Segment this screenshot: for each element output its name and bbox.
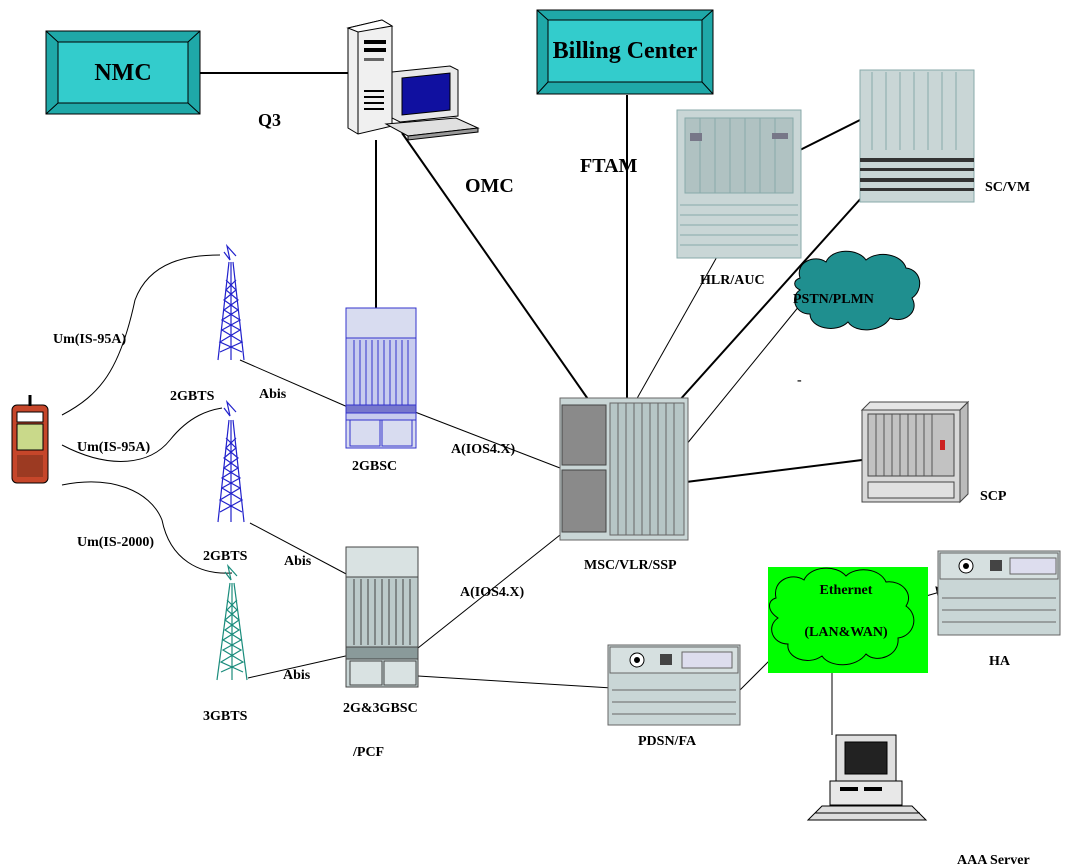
- billing-center-box: Billing Center: [536, 9, 714, 95]
- abis-1-link: [239, 359, 351, 409]
- nmc-label: NMC: [94, 60, 151, 86]
- pstn-plmn-label: PSTN/PLMN: [793, 292, 874, 307]
- hlr-auc-label: HLR/AUC: [700, 273, 765, 288]
- pstn-plmn-cloud-icon: [794, 250, 921, 331]
- abis-label-3: Abis: [283, 668, 311, 683]
- bts-tower-1-icon: [217, 243, 245, 361]
- 2gbts-label-2: 2GBTS: [203, 549, 248, 564]
- msc-vlr-ssp-label: MSC/VLR/SSP: [584, 558, 677, 573]
- pdsn-fa-server-icon: [607, 644, 741, 726]
- sc-vm-label: SC/VM: [985, 180, 1030, 195]
- 2gbsc-rack-icon: [345, 307, 417, 449]
- um-is95a-label-2: Um(IS-95A): [77, 440, 150, 455]
- 2gbsc-msc-link: [414, 411, 561, 469]
- abis-2-link: [249, 522, 351, 577]
- 2gbts-label-1: 2GBTS: [170, 389, 215, 404]
- abis-label-2: Abis: [284, 554, 312, 569]
- scp-label: SCP: [980, 489, 1007, 504]
- abis-3-link: [247, 654, 351, 679]
- 3gbsc-label: 2G&3GBSC: [343, 701, 418, 716]
- a-ios-label-1: A(IOS4.X): [451, 442, 516, 457]
- q3-label: Q3: [258, 110, 281, 130]
- aaa-server-label: AAA Server: [957, 853, 1030, 868]
- scvm-msc-link: [677, 195, 864, 403]
- hlr-msc-link: [634, 254, 719, 403]
- connection-lines: [61, 72, 948, 735]
- omc-computer-icon: [346, 19, 480, 141]
- abis-label-1: Abis: [259, 387, 287, 402]
- um-is2000-curve: [61, 481, 233, 574]
- um-is95a-label-1: Um(IS-95A): [53, 332, 126, 347]
- ha-label: HA: [989, 654, 1011, 669]
- pstn-msc-link: [685, 304, 801, 446]
- ethernet-label: Ethernet: [820, 583, 873, 598]
- scp-rack-icon: [860, 400, 970, 504]
- a-ios-label-2: A(IOS4.X): [460, 585, 525, 600]
- nmc-box: NMC: [45, 30, 201, 115]
- lan-wan-label: (LAN&WAN): [804, 625, 888, 640]
- omc-label: OMC: [465, 175, 514, 197]
- um-is95a-curve-2: [61, 407, 223, 462]
- um-is95a-curve-1: [61, 254, 221, 416]
- hlr-scvm-link: [799, 119, 861, 151]
- dash-mark: -: [797, 373, 802, 388]
- ftam-label: FTAM: [580, 155, 638, 177]
- msc-vlr-ssp-rack-icon: [559, 397, 689, 541]
- billing-center-label: Billing Center: [553, 38, 698, 64]
- 3gbts-label: 3GBTS: [203, 709, 248, 724]
- pcf-label: /PCF: [352, 745, 384, 760]
- omc-msc-link: [401, 132, 591, 403]
- aaa-server-computer-icon: [806, 734, 928, 821]
- bts-tower-3-icon: [216, 563, 248, 681]
- ethernet-cloud-icon: [768, 567, 928, 673]
- ha-server-icon: [937, 550, 1061, 636]
- pdsn-ethernet-link: [739, 659, 771, 691]
- diagram-labels: Q3 OMC FTAM HLR/AUC SC/VM PSTN/PLMN - Um…: [53, 110, 1030, 868]
- 2gbsc-label: 2GBSC: [352, 459, 397, 474]
- pdsn-fa-label: PDSN/FA: [638, 734, 697, 749]
- 3gbsc-pcf-rack-icon: [345, 546, 419, 688]
- hlr-auc-rack-icon: [676, 109, 802, 259]
- msc-scp-link: [685, 459, 863, 483]
- mobile-handset-icon: [11, 395, 49, 484]
- sc-vm-rack-icon: [859, 69, 975, 203]
- 3gbsc-pdsn-link: [417, 675, 613, 689]
- bts-tower-2-icon: [217, 399, 245, 523]
- 3gbsc-msc-link: [417, 534, 561, 649]
- um-is2000-label: Um(IS-2000): [77, 535, 154, 550]
